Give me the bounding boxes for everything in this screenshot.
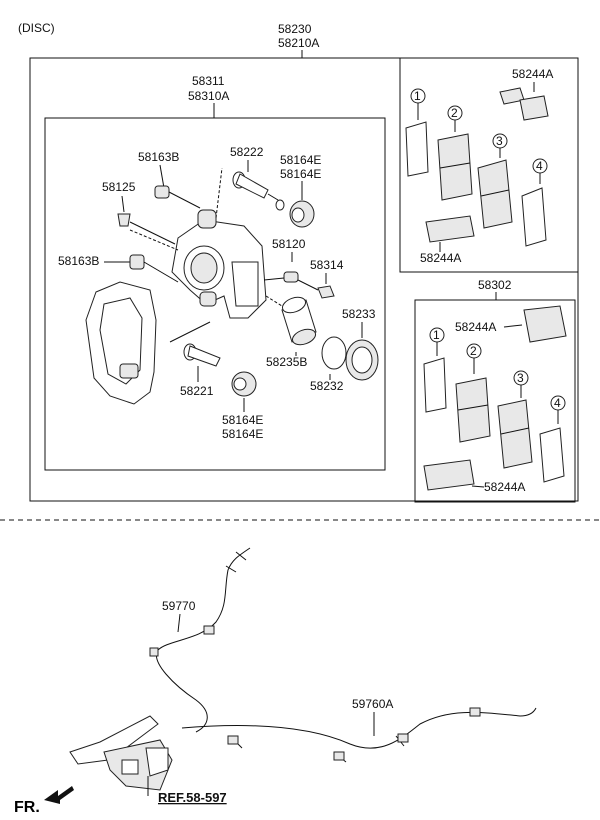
- front-marker-1: 1: [414, 89, 421, 103]
- bleeder-58120: [263, 271, 299, 283]
- assembly-box: [29, 57, 579, 502]
- caliper-code-b: 58310A: [188, 89, 229, 103]
- rear-pad-4: 4: [539, 395, 566, 483]
- label-58235B: 58235B: [266, 355, 307, 369]
- front-marker-2: 2: [451, 106, 458, 120]
- disc-label: (DISC): [18, 21, 55, 35]
- label-58164E-bot-b: 58164E: [222, 427, 263, 441]
- clip-58125: [117, 213, 176, 245]
- cable-59760A: [181, 707, 537, 749]
- label-58163B-mid: 58163B: [58, 254, 99, 268]
- rear-clip-bottom-label: 58244A: [484, 480, 525, 494]
- label-58222: 58222: [230, 145, 264, 159]
- front-pad-4: 4: [521, 158, 548, 247]
- label-58232: 58232: [310, 379, 344, 393]
- rear-pad-2: 2: [455, 343, 491, 443]
- assembly-code-b: 58210A: [278, 36, 319, 50]
- label-58125: 58125: [102, 180, 136, 194]
- bolt-58163B-top: [154, 185, 201, 209]
- rear-pads-box: [414, 299, 576, 503]
- front-pads-box: [399, 57, 579, 273]
- label-58221: 58221: [180, 384, 214, 398]
- label-58163B-top: 58163B: [138, 150, 179, 164]
- front-direction-label: FR.: [14, 799, 40, 816]
- label-58164E-top-b: 58164E: [280, 167, 321, 181]
- front-clip-bottom-label: 58244A: [420, 251, 461, 265]
- front-clip-top-label: 58244A: [512, 67, 553, 81]
- seal-58232: [321, 336, 347, 370]
- label-58314: 58314: [310, 258, 344, 272]
- front-marker-4: 4: [536, 159, 543, 173]
- rear-marker-2: 2: [470, 344, 477, 358]
- label-58120: 58120: [272, 237, 306, 251]
- rear-clip-bottom: [423, 459, 485, 491]
- boot-58164E-bottom: [231, 371, 257, 397]
- rear-pads-code: 58302: [478, 278, 512, 292]
- rear-marker-4: 4: [554, 396, 561, 410]
- cable-59770: [156, 547, 251, 733]
- caliper-code-a: 58311: [192, 74, 225, 88]
- carrier-bracket: [85, 281, 157, 405]
- piston-58235B: [281, 296, 317, 346]
- rear-pad-1: 1: [423, 327, 447, 413]
- guide-pin-58221: [169, 321, 221, 367]
- cap-58314: [297, 279, 335, 299]
- rear-marker-3: 3: [517, 371, 524, 385]
- front-pad-2: 2: [437, 105, 473, 201]
- boot-58164E-top: [275, 199, 315, 228]
- front-marker-3: 3: [496, 134, 503, 148]
- cable-59760A-label: 59760A: [352, 697, 393, 711]
- front-pad-3: 3: [477, 133, 513, 229]
- cable-59770-label: 59770: [162, 599, 196, 613]
- front-pad-1: 1: [405, 88, 429, 177]
- rear-pad-3: 3: [497, 370, 533, 469]
- caliper-body: [171, 209, 267, 319]
- label-58233: 58233: [342, 307, 376, 321]
- rear-marker-1: 1: [433, 328, 440, 342]
- assembly-code-a: 58230: [278, 22, 312, 36]
- label-58164E-bot-a: 58164E: [222, 413, 263, 427]
- parking-brake-lever: [69, 715, 173, 791]
- label-58164E-top-a: 58164E: [280, 153, 321, 167]
- front-clip-top: [499, 82, 549, 121]
- bolt-58163B-mid: [129, 254, 179, 283]
- reference-link[interactable]: REF.58-597: [158, 790, 227, 805]
- rear-clip-top: [503, 305, 567, 343]
- caliper-box: [44, 117, 386, 471]
- boot-58233: [345, 339, 379, 381]
- guide-pin-58222: [232, 171, 279, 201]
- rear-clip-top-label: 58244A: [455, 320, 496, 334]
- front-clip-bottom: [425, 215, 475, 252]
- front-arrow-icon: [44, 786, 74, 804]
